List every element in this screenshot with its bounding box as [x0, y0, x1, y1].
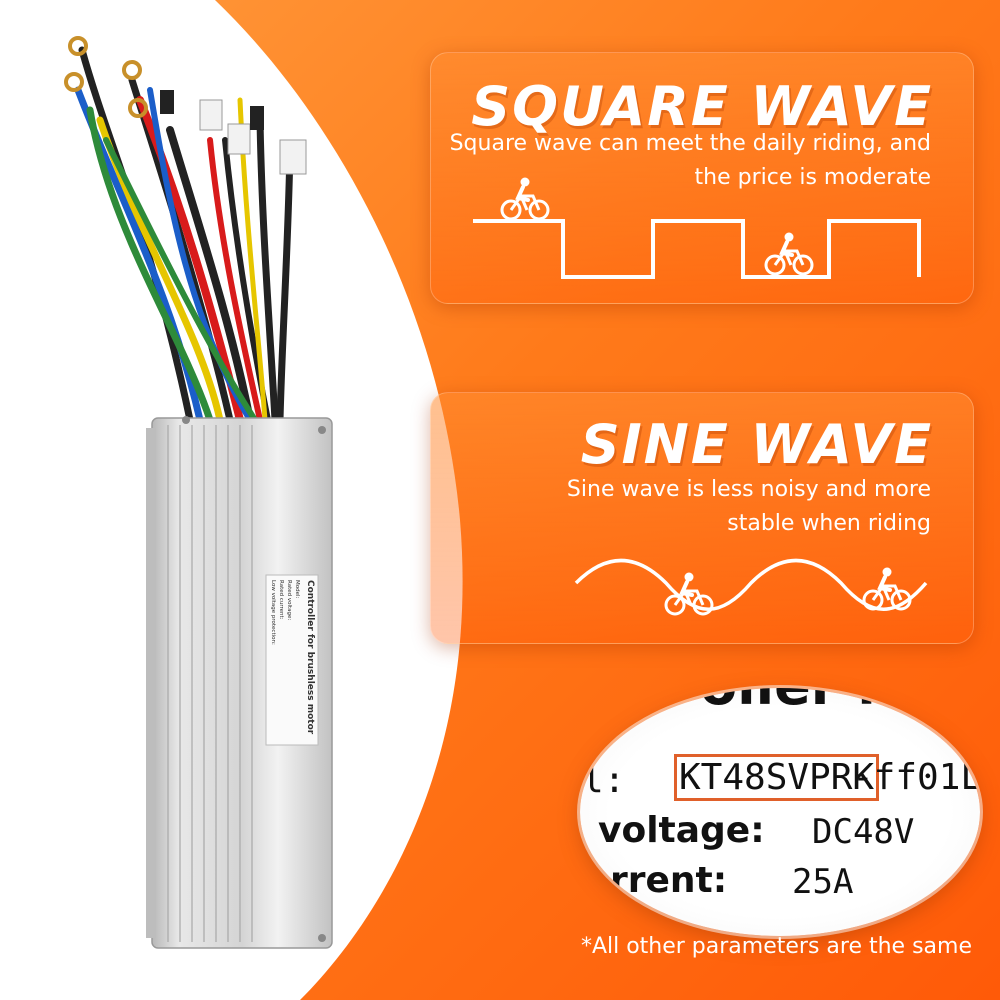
- zoom-model-prefix: l:: [582, 760, 626, 801]
- square-wave-title: SQUARE WAVE: [471, 75, 933, 138]
- sine-wave-description: Sine wave is less noisy and more stable …: [567, 473, 931, 541]
- connectors: [160, 90, 307, 175]
- label-zoom-ellipse: oller fo l: KT48SVPRK -ff01L voltage: DC…: [580, 688, 980, 936]
- cyclist-icon: [500, 177, 550, 221]
- zoom-model-suffix: -ff01L: [852, 757, 980, 798]
- zoom-model-highlight: KT48SVPRK: [674, 754, 880, 801]
- product-label-line3: Rated current:: [278, 580, 284, 620]
- sine-wave-desc-line2: stable when riding: [727, 511, 931, 536]
- controller-product-image: Controller for brushless motor Model: Ra…: [64, 36, 333, 949]
- square-wave-description: Square wave can meet the daily riding, a…: [450, 127, 931, 195]
- cyclist-icon: [664, 572, 714, 616]
- controller-box: Controller for brushless motor Model: Ra…: [146, 416, 333, 949]
- sine-wave-title: SINE WAVE: [580, 413, 933, 476]
- square-wave-desc-line1: Square wave can meet the daily riding, a…: [449, 131, 931, 156]
- product-label-heading: Controller for brushless motor: [305, 580, 315, 735]
- wire-bundle: [74, 46, 294, 424]
- sine-wave-graphic: [574, 558, 928, 616]
- cyclist-icon: [764, 232, 814, 276]
- zoom-voltage-label: voltage:: [598, 810, 765, 851]
- sine-wave-desc-line1: Sine wave is less noisy and more: [566, 477, 931, 502]
- zoom-top-text: oller fo: [700, 688, 917, 717]
- zoom-current-label: rrent:: [610, 860, 728, 901]
- ring-terminals: [64, 36, 148, 118]
- sine-wave-panel: SINE WAVE Sine wave is less noisy and mo…: [430, 392, 974, 644]
- product-label-line4: Low voltage protection:: [270, 580, 276, 645]
- zoom-voltage-value: DC48V: [812, 812, 915, 852]
- zoom-current-value: 25A: [792, 862, 854, 902]
- product-label-line2: Rated voltage:: [286, 580, 292, 620]
- square-wave-panel: SQUARE WAVE Square wave can meet the dai…: [430, 52, 974, 304]
- square-wave-graphic: [473, 177, 921, 279]
- square-wave-desc-line2: the price is moderate: [694, 165, 932, 190]
- footnote: *All other parameters are the same: [580, 934, 972, 959]
- product-label-line1: Model:: [294, 580, 300, 599]
- cyclist-icon: [862, 567, 912, 611]
